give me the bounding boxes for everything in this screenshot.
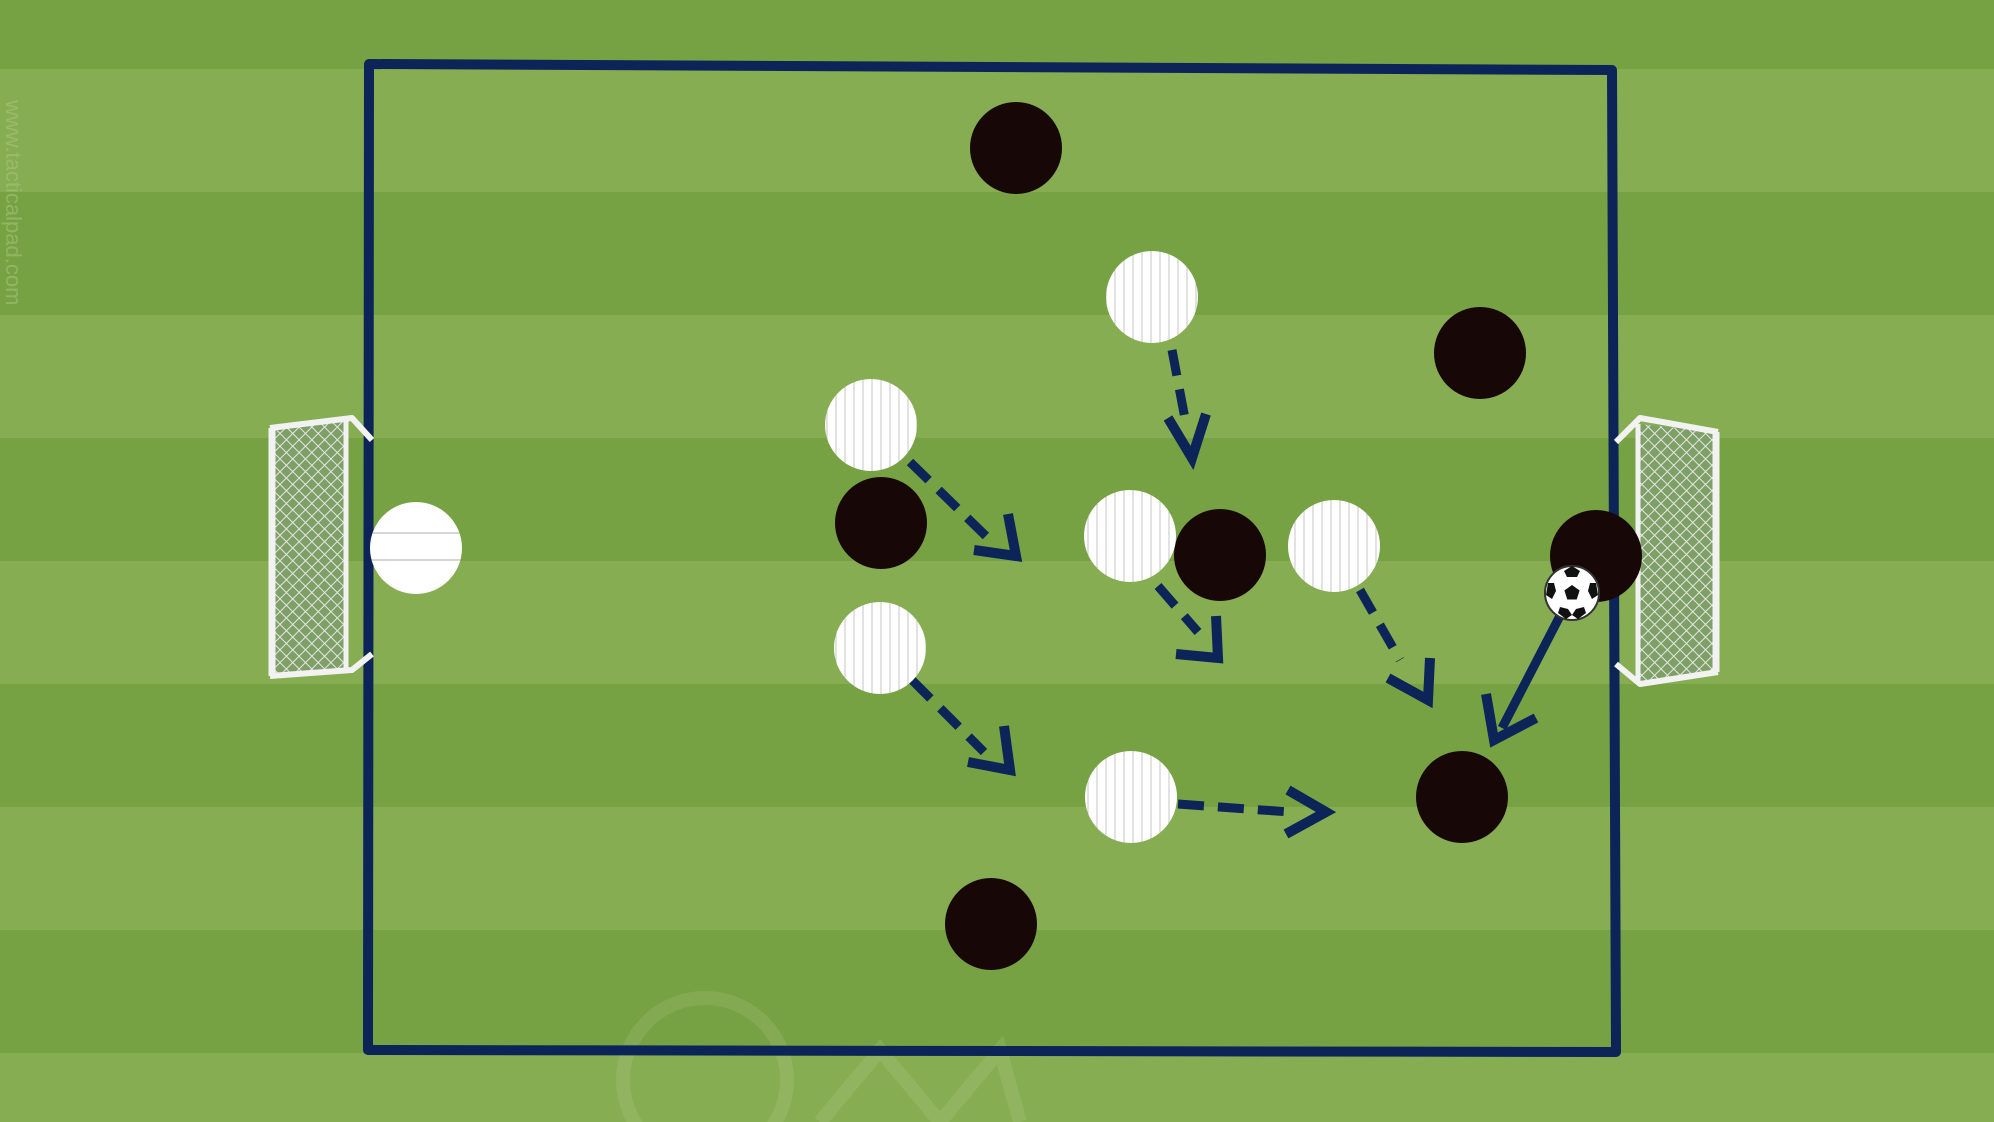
dark-player — [1174, 509, 1266, 601]
dark-player — [945, 878, 1037, 970]
grass-stripe — [0, 315, 1994, 438]
run-arrow — [1177, 785, 1337, 839]
dark-player — [1434, 307, 1526, 399]
white-team — [825, 251, 1380, 843]
grass-stripe — [0, 684, 1994, 807]
dashed-run-arrows — [906, 349, 1435, 839]
grass-stripe — [0, 0, 1994, 69]
dark-player — [1416, 751, 1508, 843]
white-player — [1085, 751, 1177, 843]
white-player — [1106, 251, 1198, 343]
dark-player — [970, 102, 1062, 194]
run-arrow — [1163, 349, 1211, 471]
run-arrow — [908, 676, 1016, 777]
run-arrow — [906, 458, 1023, 562]
white-player — [834, 602, 926, 694]
white-player — [825, 379, 917, 471]
dark-player — [835, 477, 927, 569]
grass-stripe — [0, 1053, 1994, 1122]
ball-icon — [1544, 565, 1600, 621]
left-goal — [268, 415, 375, 679]
logo-watermark — [616, 991, 1027, 1122]
run-arrow — [1154, 583, 1224, 664]
grass-stripe — [0, 192, 1994, 315]
white-player — [1084, 490, 1176, 582]
goalkeeper — [370, 502, 462, 594]
white-player — [1288, 500, 1380, 592]
right-goal — [1613, 415, 1720, 687]
run-arrow — [1356, 587, 1435, 709]
pass-arrow — [1481, 609, 1566, 748]
watermark-text: www.tacticalpad.com — [1, 99, 26, 305]
drill-boundary — [363, 59, 1621, 1057]
